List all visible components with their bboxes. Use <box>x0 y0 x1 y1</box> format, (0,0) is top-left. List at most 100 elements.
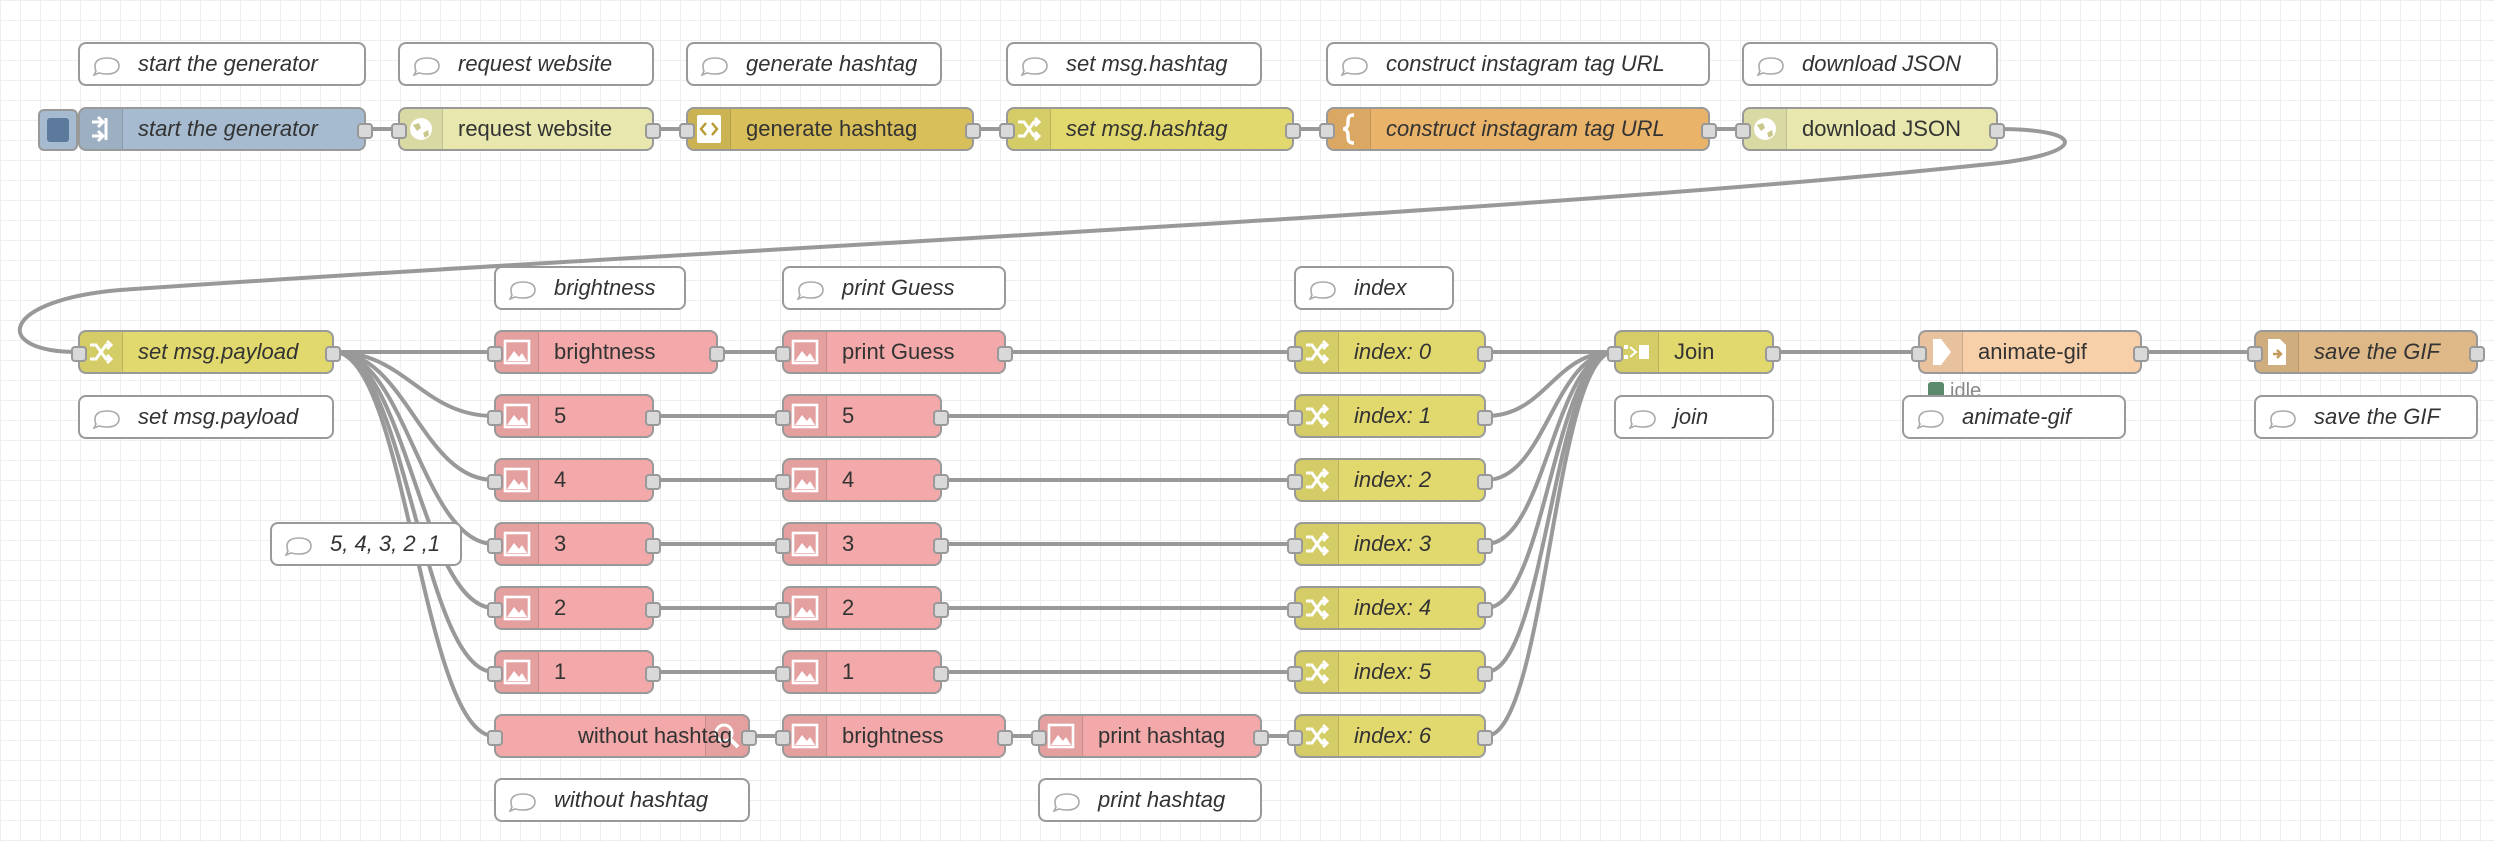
input-port[interactable] <box>679 123 695 139</box>
node-index-2[interactable]: index: 2 <box>1287 458 1493 502</box>
node-image-2[interactable]: 2 <box>487 586 661 630</box>
node-index-5[interactable]: index: 5 <box>1287 650 1493 694</box>
output-port[interactable] <box>997 730 1013 746</box>
node-generate-hashtag[interactable]: generate hashtag <box>679 107 981 151</box>
input-port[interactable] <box>775 346 791 362</box>
input-port[interactable] <box>775 410 791 426</box>
connection-wire[interactable] <box>333 350 495 674</box>
output-port[interactable] <box>933 602 949 618</box>
node-print-1[interactable]: 1 <box>775 650 949 694</box>
input-port[interactable] <box>487 346 503 362</box>
output-port[interactable] <box>1765 346 1781 362</box>
output-port[interactable] <box>1477 538 1493 554</box>
node-print-guess[interactable]: print Guess <box>775 330 1013 374</box>
comment-join[interactable]: join <box>1614 395 1774 439</box>
input-port[interactable] <box>71 346 87 362</box>
input-port[interactable] <box>775 538 791 554</box>
node-request-website[interactable]: request website <box>391 107 661 151</box>
node-brightness[interactable]: brightness <box>487 330 725 374</box>
node-set-msg-payload[interactable]: set msg.payload <box>71 330 341 374</box>
node-without-hashtag[interactable]: without hashtag <box>487 714 757 758</box>
output-port[interactable] <box>2133 346 2149 362</box>
connection-wire[interactable] <box>17 127 2067 354</box>
input-port[interactable] <box>775 666 791 682</box>
connection-wire[interactable] <box>1485 350 1615 674</box>
input-port[interactable] <box>1287 666 1303 682</box>
connection-wire[interactable] <box>1485 350 1615 610</box>
node-save-the-gif[interactable]: save the GIF <box>2247 330 2485 374</box>
comment-countdown[interactable]: 5, 4, 3, 2 ,1 <box>270 522 462 566</box>
comment-download-json[interactable]: download JSON <box>1742 42 1998 86</box>
output-port[interactable] <box>933 410 949 426</box>
output-port[interactable] <box>933 666 949 682</box>
output-port[interactable] <box>741 730 757 746</box>
output-port[interactable] <box>1477 346 1493 362</box>
input-port[interactable] <box>1911 346 1927 362</box>
input-port[interactable] <box>1607 346 1623 362</box>
output-port[interactable] <box>1989 123 2005 139</box>
node-set-msg-hashtag[interactable]: set msg.hashtag <box>999 107 1301 151</box>
connection-wire[interactable] <box>333 350 495 610</box>
comment-generate-hashtag[interactable]: generate hashtag <box>686 42 942 86</box>
input-port[interactable] <box>1735 123 1751 139</box>
node-construct-instagram-tag-url[interactable]: construct instagram tag URL <box>1319 107 1717 151</box>
output-port[interactable] <box>933 474 949 490</box>
input-port[interactable] <box>487 602 503 618</box>
input-port[interactable] <box>487 538 503 554</box>
output-port[interactable] <box>709 346 725 362</box>
comment-save-the-gif[interactable]: save the GIF <box>2254 395 2478 439</box>
comment-set-msg-hashtag[interactable]: set msg.hashtag <box>1006 42 1262 86</box>
connection-wire[interactable] <box>333 350 495 418</box>
input-port[interactable] <box>1287 602 1303 618</box>
input-port[interactable] <box>487 666 503 682</box>
input-port[interactable] <box>1287 410 1303 426</box>
input-port[interactable] <box>775 474 791 490</box>
output-port[interactable] <box>357 123 373 139</box>
output-port[interactable] <box>645 474 661 490</box>
input-port[interactable] <box>775 602 791 618</box>
comment-construct-instagram-tag-url[interactable]: construct instagram tag URL <box>1326 42 1710 86</box>
output-port[interactable] <box>645 602 661 618</box>
output-port[interactable] <box>645 666 661 682</box>
node-print-4[interactable]: 4 <box>775 458 949 502</box>
output-port[interactable] <box>2469 346 2485 362</box>
node-image-5[interactable]: 5 <box>487 394 661 438</box>
input-port[interactable] <box>999 123 1015 139</box>
input-port[interactable] <box>487 474 503 490</box>
connection-wire[interactable] <box>1485 350 1615 418</box>
comment-index[interactable]: index <box>1294 266 1454 310</box>
output-port[interactable] <box>1477 666 1493 682</box>
output-port[interactable] <box>933 538 949 554</box>
comment-print-hashtag[interactable]: print hashtag <box>1038 778 1262 822</box>
input-port[interactable] <box>1031 730 1047 746</box>
comment-set-msg-payload[interactable]: set msg.payload <box>78 395 334 439</box>
inject-trigger-button[interactable] <box>38 109 78 151</box>
node-index-1[interactable]: index: 1 <box>1287 394 1493 438</box>
output-port[interactable] <box>997 346 1013 362</box>
connection-wire[interactable] <box>1485 350 1615 482</box>
node-print-3[interactable]: 3 <box>775 522 949 566</box>
input-port[interactable] <box>1287 346 1303 362</box>
node-join[interactable]: Join <box>1607 330 1781 374</box>
node-index-0[interactable]: index: 0 <box>1287 330 1493 374</box>
output-port[interactable] <box>1253 730 1269 746</box>
input-port[interactable] <box>1287 538 1303 554</box>
node-print-2[interactable]: 2 <box>775 586 949 630</box>
connection-wire[interactable] <box>333 350 495 546</box>
output-port[interactable] <box>1285 123 1301 139</box>
comment-print-guess[interactable]: print Guess <box>782 266 1006 310</box>
node-image-3[interactable]: 3 <box>487 522 661 566</box>
output-port[interactable] <box>645 123 661 139</box>
input-port[interactable] <box>391 123 407 139</box>
node-image-1[interactable]: 1 <box>487 650 661 694</box>
input-port[interactable] <box>2247 346 2263 362</box>
node-start-the-generator[interactable]: start the generator <box>78 107 373 151</box>
node-animate-gif[interactable]: animate-gif <box>1911 330 2149 374</box>
output-port[interactable] <box>1701 123 1717 139</box>
node-print-hashtag[interactable]: print hashtag <box>1031 714 1269 758</box>
connection-wire[interactable] <box>333 350 495 482</box>
output-port[interactable] <box>1477 410 1493 426</box>
node-brightness-2[interactable]: brightness <box>775 714 1013 758</box>
output-port[interactable] <box>645 538 661 554</box>
connection-wire[interactable] <box>1485 350 1615 738</box>
